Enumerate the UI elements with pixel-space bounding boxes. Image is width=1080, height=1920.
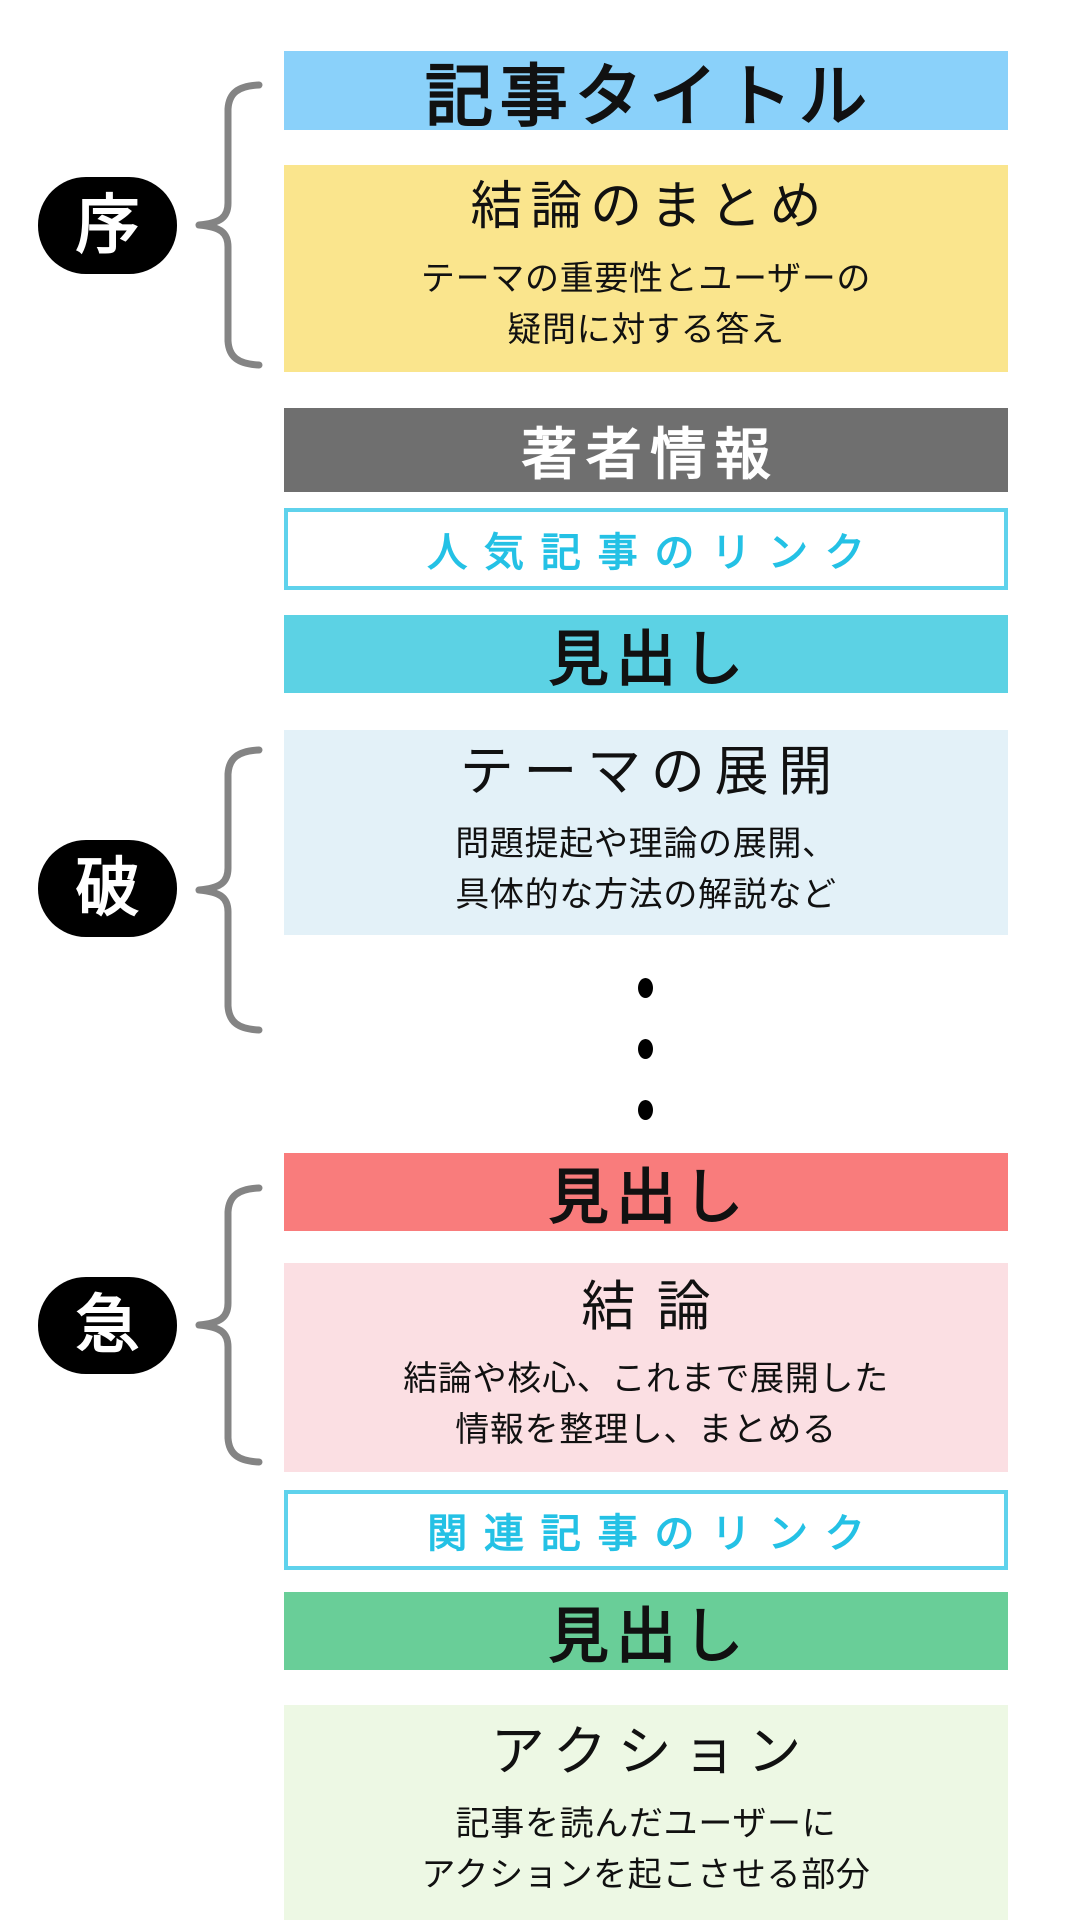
stage-badge-kyu-label: 急	[75, 1289, 140, 1361]
conclusion-heading-bar: 見出し	[284, 1153, 1008, 1231]
curly-brace-jo	[195, 81, 263, 369]
curly-brace-ha	[195, 746, 263, 1034]
action-heading-bar: 見出し	[284, 1592, 1008, 1670]
stage-badge-jo: 序	[38, 177, 177, 274]
ellipsis-dot	[638, 1100, 653, 1120]
curly-brace-kyu	[195, 1184, 263, 1466]
stage-badge-kyu: 急	[38, 1277, 177, 1374]
action-line1: 記事を読んだユーザーに	[455, 1805, 837, 1843]
article-title-bar: 記事タイトル	[284, 51, 1008, 135]
body-heading-bar: 見出し	[284, 615, 1008, 693]
related-articles-link-box: 関連記事のリンク	[284, 1490, 1008, 1570]
ellipsis-dot	[638, 1039, 653, 1059]
theme-development-line2: 具体的な方法の解説など	[455, 876, 837, 914]
conclusion-title: 結論	[581, 1277, 733, 1338]
action-heading-label: 見出し	[548, 1603, 751, 1670]
body-heading-label: 見出し	[548, 626, 751, 693]
stage-badge-jo-label: 序	[75, 189, 140, 261]
popular-articles-link-label: 人気記事のリンク	[427, 530, 882, 575]
conclusion-summary-title: 結論のまとめ	[470, 179, 830, 237]
stage-badge-ha: 破	[38, 840, 177, 937]
conclusion-description: 結論や核心、これまで展開した 情報を整理し、まとめる	[403, 1354, 889, 1456]
conclusion-box: 結論 結論や核心、これまで展開した 情報を整理し、まとめる	[284, 1263, 1008, 1472]
popular-articles-link-box: 人気記事のリンク	[284, 508, 1008, 590]
stage-badge-ha-label: 破	[75, 852, 140, 924]
ellipsis-dot	[638, 978, 653, 998]
conclusion-summary-description: テーマの重要性とユーザーの 疑問に対する答え	[421, 254, 871, 356]
author-info-label: 著者情報	[521, 424, 779, 487]
conclusion-summary-line1: テーマの重要性とユーザーの	[420, 260, 872, 298]
related-articles-link-label: 関連記事のリンク	[427, 1511, 882, 1556]
author-info-bar: 著者情報	[284, 408, 1008, 492]
conclusion-line1: 結論や核心、これまで展開した	[403, 1360, 889, 1398]
theme-development-description: 問題提起や理論の展開、 具体的な方法の解説など	[455, 819, 836, 921]
conclusion-line2: 情報を整理し、まとめる	[455, 1411, 837, 1449]
article-title-label: 記事タイトル	[424, 59, 874, 135]
action-description: 記事を読んだユーザーに アクションを起こさせる部分	[421, 1799, 870, 1901]
action-box: アクション 記事を読んだユーザーに アクションを起こさせる部分	[284, 1705, 1008, 1920]
theme-development-title: テーマの展開	[459, 742, 843, 803]
theme-development-box: テーマの展開 問題提起や理論の展開、 具体的な方法の解説など	[284, 730, 1008, 935]
action-title: アクション	[490, 1722, 813, 1783]
action-line2: アクションを起こさせる部分	[421, 1856, 871, 1894]
conclusion-summary-box: 結論のまとめ テーマの重要性とユーザーの 疑問に対する答え	[284, 165, 1008, 372]
conclusion-summary-line2: 疑問に対する答え	[507, 311, 785, 349]
theme-development-line1: 問題提起や理論の展開、	[455, 825, 837, 863]
conclusion-heading-label: 見出し	[548, 1164, 751, 1231]
